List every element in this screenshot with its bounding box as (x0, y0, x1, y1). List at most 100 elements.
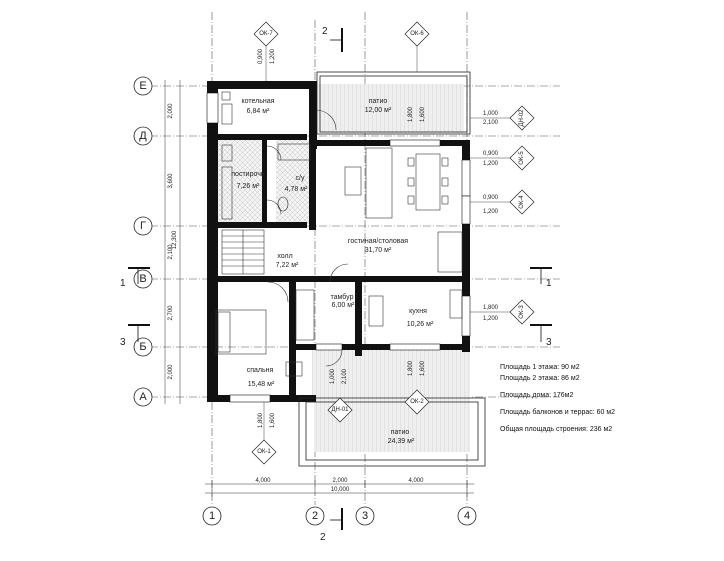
laundry-floor (214, 140, 262, 224)
ok4-dim-2: 1,200 (483, 209, 499, 215)
boiler-unit (221, 103, 233, 125)
axis-label-d: Д (139, 130, 147, 142)
window-openings[interactable] (206, 92, 471, 403)
section-label-right-upper: 1 (546, 278, 552, 289)
axis-bubbles (133, 76, 477, 526)
patio-bot-w-1: 1,800 (408, 360, 414, 376)
room-vestibule-area: 6,00 м² (332, 302, 355, 309)
dim-bottom-2: 2,000 (332, 478, 348, 484)
window-ok2[interactable] (389, 343, 441, 351)
shower (277, 143, 311, 161)
fireplace (437, 231, 463, 273)
dimension-lines (164, 80, 474, 497)
section-label-right-lower: 3 (546, 337, 552, 348)
dim-bottom-1: 4,000 (255, 478, 271, 484)
dim-left-3: 2,100 (168, 244, 174, 260)
patio-top-w-2: 1,600 (420, 106, 426, 122)
section-label-top: 2 (322, 26, 328, 37)
dim-bottom-3: 4,000 (408, 478, 424, 484)
coffee-table (344, 166, 362, 196)
patio-bot-w-2: 1,600 (420, 360, 426, 376)
dim-left-5: 2,000 (168, 364, 174, 380)
leader-lines (263, 46, 510, 440)
walls (207, 81, 470, 402)
room-patio-top-name: патио (369, 98, 388, 105)
axis-label-g: Г (140, 220, 146, 232)
window-living-top[interactable] (389, 139, 441, 147)
ok3-dim-2: 1,200 (483, 316, 499, 322)
door-swings[interactable] (266, 109, 349, 367)
tag-ok5: ОК-5 (519, 151, 525, 165)
window-ok1[interactable] (229, 394, 271, 403)
dim-left-2: 3,600 (168, 173, 174, 189)
tag-dn02: ДН-02 (519, 109, 525, 127)
ok3-dim-1: 1,800 (483, 305, 499, 311)
furniture (215, 91, 463, 377)
dim-left-1: 2,000 (168, 103, 174, 119)
tag-ok1: ОК-1 (257, 449, 271, 455)
window-ok7[interactable] (206, 92, 219, 124)
room-living-name: гостиная/столовая (348, 238, 408, 245)
door-vestibule[interactable] (329, 263, 349, 283)
summary-terraces: Площадь балконов и террас: 60 м2 (500, 408, 615, 416)
tag-ok7: ОК-7 (259, 31, 273, 37)
summary-house: Площадь дома: 176м2 (500, 392, 573, 399)
room-patio-bottom-name: патио (391, 429, 410, 436)
ok1-dim-2: 1,600 (270, 412, 276, 428)
door-patio-top[interactable] (315, 109, 337, 131)
boiler-tank (221, 91, 231, 101)
stove (368, 295, 384, 327)
window-tags (251, 21, 535, 465)
tag-ok6: ОК-6 (410, 31, 424, 37)
tag-ok3: ОК-3 (519, 305, 525, 319)
tag-ok2: ОК-2 (410, 399, 424, 405)
wc-floor (276, 140, 314, 224)
room-vestibule-name: тамбур (331, 293, 354, 301)
ok5-dim-1: 0,900 (483, 151, 499, 157)
axis-label-e: Е (139, 80, 146, 92)
dim-bottom-total: 10,000 (331, 487, 350, 493)
room-patio-top-area: 12,00 м² (365, 107, 392, 114)
window-ok5[interactable] (461, 159, 471, 197)
door-dn01[interactable] (315, 343, 343, 351)
dining-table (415, 153, 441, 211)
dim-left-4: 2,700 (168, 305, 174, 321)
room-kitchen-area: 10,26 м² (407, 321, 434, 328)
room-laundry-area: 7,26 м² (237, 183, 260, 190)
patio-outlines (298, 71, 486, 467)
ok5-dim-2: 1,200 (483, 161, 499, 167)
summary-floor-1: Площадь 1 этажа: 90 м2 (500, 364, 580, 371)
room-laundry-name: постирочн (231, 171, 265, 178)
door-bedroom[interactable] (267, 281, 289, 303)
room-living-area: 31,70 м² (365, 247, 392, 254)
room-patio-bottom-area: 24,39 м² (388, 438, 415, 445)
axis-label-v: В (139, 273, 146, 285)
summary-floor-2: Площадь 2 этажа: 86 м2 (500, 375, 580, 382)
room-boiler-area: 6,84 м² (247, 108, 270, 115)
axis-label-4: 4 (464, 510, 470, 522)
room-wc-name: с/у (296, 175, 305, 182)
axis-label-b: Б (139, 341, 146, 353)
dn01-dim-2: 2,100 (342, 368, 348, 384)
window-ok4[interactable] (461, 195, 471, 225)
patio-top-deck (318, 84, 464, 133)
section-label-bottom: 2 (320, 532, 326, 543)
room-bedroom-area: 15,48 м² (248, 381, 275, 388)
dim-left-total: 12,300 (172, 230, 178, 249)
room-wc-area: 4,78 м² (285, 186, 308, 193)
washer (221, 144, 233, 162)
room-bedroom-name: спальня (247, 367, 274, 374)
sofa (365, 147, 393, 219)
tag-ok4: ОК-4 (519, 195, 525, 209)
dn02-dim-1: 1,000 (483, 111, 499, 117)
door-wc[interactable] (266, 199, 282, 215)
door-laundry[interactable] (266, 145, 282, 161)
window-ok3[interactable] (461, 295, 471, 337)
patio-bottom-deck-inner (312, 350, 470, 400)
staircase[interactable] (221, 229, 265, 275)
door-dn01-swing[interactable] (325, 349, 343, 367)
ok7-dim-1: 0,900 (258, 48, 264, 64)
toilet (277, 196, 289, 212)
summary-total: Общая площадь строения: 236 м2 (500, 425, 612, 433)
